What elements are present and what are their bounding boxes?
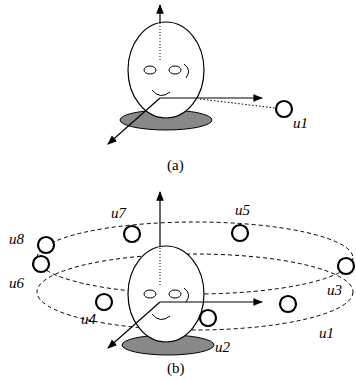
axis-hidden bbox=[160, 22, 161, 60]
source-circle bbox=[200, 310, 216, 326]
source-label: u1 bbox=[292, 116, 309, 131]
source-circle bbox=[276, 101, 292, 117]
source-circle bbox=[280, 296, 296, 312]
head bbox=[128, 246, 204, 342]
nose bbox=[184, 288, 189, 302]
source-circles bbox=[33, 225, 354, 326]
eye bbox=[144, 290, 156, 298]
source-circle bbox=[232, 225, 248, 241]
eye bbox=[169, 66, 181, 74]
axis-x bbox=[160, 301, 262, 302]
panel-label: (a) bbox=[166, 158, 185, 173]
source-label: u5 bbox=[234, 203, 251, 218]
source-circle bbox=[338, 258, 354, 274]
source-label: u2 bbox=[214, 340, 231, 355]
eye bbox=[144, 66, 156, 74]
axis-hidden bbox=[160, 247, 161, 285]
panel-label: (b) bbox=[166, 361, 186, 376]
axis-y bbox=[108, 98, 160, 144]
axis-y bbox=[108, 302, 160, 348]
source-circle bbox=[33, 256, 49, 272]
source-label: u4 bbox=[80, 312, 97, 327]
mouth bbox=[152, 314, 170, 320]
leader-line bbox=[200, 99, 275, 108]
source-label: u6 bbox=[8, 276, 25, 291]
nose bbox=[184, 64, 189, 78]
source-label: u3 bbox=[326, 283, 343, 298]
source-label: u1 bbox=[318, 326, 335, 341]
panel-b bbox=[33, 192, 354, 355]
source-circle bbox=[96, 294, 112, 310]
eye bbox=[169, 290, 181, 298]
source-circle bbox=[124, 226, 140, 242]
panel-a bbox=[108, 5, 292, 144]
source-label: u8 bbox=[8, 232, 25, 247]
source-label: u7 bbox=[110, 206, 127, 221]
head bbox=[128, 22, 204, 118]
axis-x bbox=[160, 97, 262, 98]
source-circle bbox=[38, 237, 54, 253]
mouth bbox=[152, 90, 170, 96]
